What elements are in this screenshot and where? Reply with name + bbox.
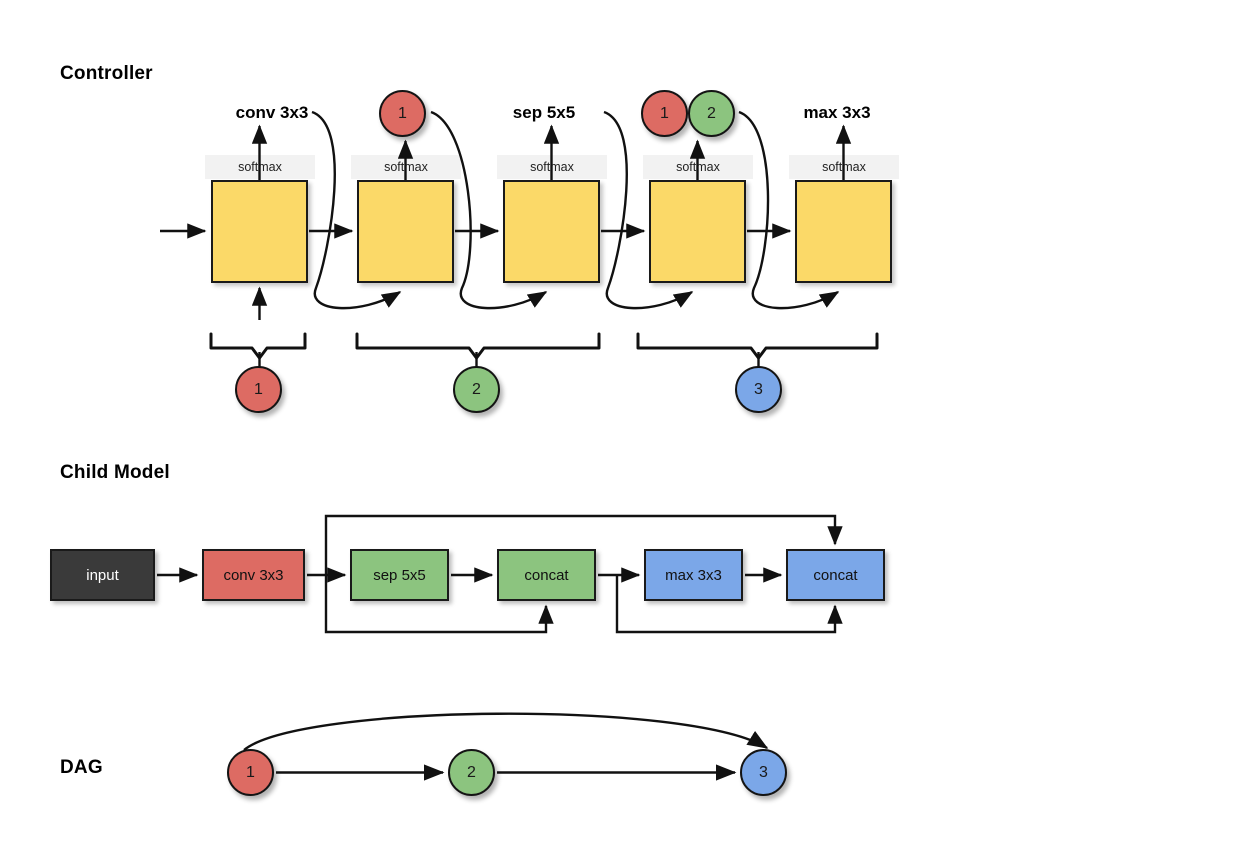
rnn-cell-3[interactable] <box>503 180 600 283</box>
controller-output-circle-index-1b[interactable]: 1 <box>641 90 688 137</box>
controller-bracket-1 <box>209 332 307 360</box>
section-title-dag: DAG <box>60 757 103 778</box>
rnn-cell-5[interactable] <box>795 180 892 283</box>
section-title-controller: Controller <box>60 63 153 84</box>
softmax-band-2: softmax <box>351 155 461 179</box>
rnn-cell-2[interactable] <box>357 180 454 283</box>
controller-op-label-conv3x3: conv 3x3 <box>235 103 309 122</box>
controller-op-label-max3x3: max 3x3 <box>803 103 871 122</box>
controller-output-circle-index-2[interactable]: 2 <box>688 90 735 137</box>
rnn-cell-4[interactable] <box>649 180 746 283</box>
child-block-max3x3[interactable]: max 3x3 <box>644 549 743 601</box>
softmax-band-1: softmax <box>205 155 315 179</box>
child-block-conv3x3[interactable]: conv 3x3 <box>202 549 305 601</box>
child-block-concat-2[interactable]: concat <box>786 549 885 601</box>
section-title-child-model: Child Model <box>60 462 170 483</box>
softmax-band-4: softmax <box>643 155 753 179</box>
controller-group-circle-2[interactable]: 2 <box>453 366 500 413</box>
softmax-band-3: softmax <box>497 155 607 179</box>
controller-bracket-2 <box>355 332 601 360</box>
child-block-concat-1[interactable]: concat <box>497 549 596 601</box>
child-block-sep5x5[interactable]: sep 5x5 <box>350 549 449 601</box>
controller-op-label-sep5x5: sep 5x5 <box>512 103 576 122</box>
dag-node-3[interactable]: 3 <box>740 749 787 796</box>
controller-bracket-3 <box>636 332 879 360</box>
child-block-input[interactable]: input <box>50 549 155 601</box>
controller-group-circle-3[interactable]: 3 <box>735 366 782 413</box>
dag-node-1[interactable]: 1 <box>227 749 274 796</box>
controller-group-circle-1[interactable]: 1 <box>235 366 282 413</box>
softmax-band-5: softmax <box>789 155 899 179</box>
controller-output-circle-index-1[interactable]: 1 <box>379 90 426 137</box>
dag-node-2[interactable]: 2 <box>448 749 495 796</box>
dag-edge-1-to-3 <box>243 712 769 751</box>
rnn-cell-1[interactable] <box>211 180 308 283</box>
